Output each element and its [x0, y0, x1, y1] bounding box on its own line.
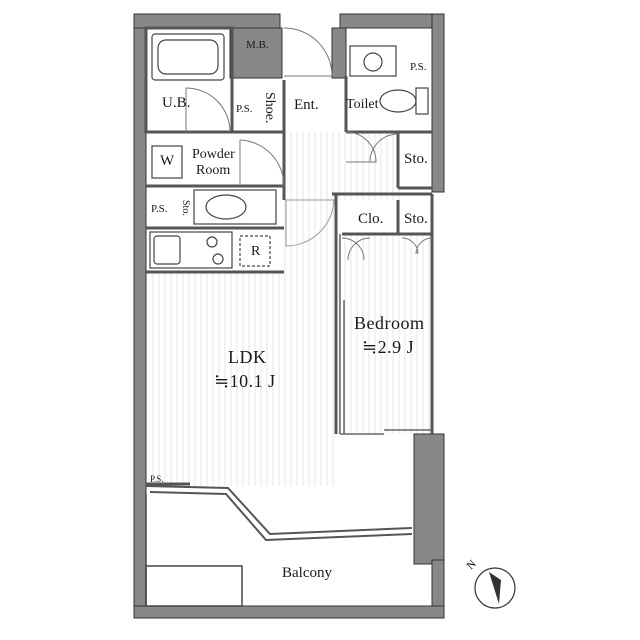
- ps-label-bottom: P.S.: [150, 474, 164, 484]
- powder-room-label-2: Room: [196, 163, 231, 178]
- powder-room-label-1: Powder: [192, 147, 235, 162]
- bedroom-name: Bedroom: [354, 313, 425, 333]
- kitchen-counter: [149, 231, 271, 269]
- svg-text:N: N: [465, 558, 479, 572]
- door-swings: [185, 27, 433, 261]
- ps-label-top-left: P.S.: [236, 103, 253, 115]
- bedroom-sliding-door: [339, 234, 432, 435]
- balcony-railing: [145, 494, 243, 607]
- balcony-label: Balcony: [282, 565, 332, 581]
- mb-label: M.B.: [246, 39, 269, 51]
- toilet-fixture: [379, 87, 429, 115]
- fridge-label: R: [251, 244, 261, 259]
- storage-label-bedroom: Sto.: [404, 211, 428, 227]
- washer-label: W: [160, 153, 175, 169]
- washbasin: [193, 189, 277, 225]
- ldk-name: LDK: [228, 347, 267, 367]
- ps-label-mid: P.S.: [151, 203, 168, 215]
- closet-label: Clo.: [358, 211, 384, 227]
- toilet-label: Toilet: [346, 97, 379, 112]
- entrance-label: Ent.: [294, 97, 319, 113]
- compass-icon: N: [465, 558, 516, 609]
- storage-label-right: Sto.: [404, 151, 428, 167]
- ldk-size: ≒10.1 J: [214, 371, 276, 391]
- bedroom-size: ≒2.9 J: [362, 337, 415, 357]
- ps-label-top-right: P.S.: [410, 61, 427, 73]
- water-heater: [349, 45, 397, 77]
- exterior-walls: [133, 13, 445, 619]
- window-wall: [145, 485, 413, 542]
- ub-label: U.B.: [162, 95, 191, 111]
- storage-label-small: Sto.: [180, 200, 191, 216]
- shoe-label: Shoe.: [262, 92, 277, 124]
- washer-pan: [151, 145, 183, 179]
- bathtub: [151, 33, 225, 81]
- floor-stripes: [148, 132, 434, 486]
